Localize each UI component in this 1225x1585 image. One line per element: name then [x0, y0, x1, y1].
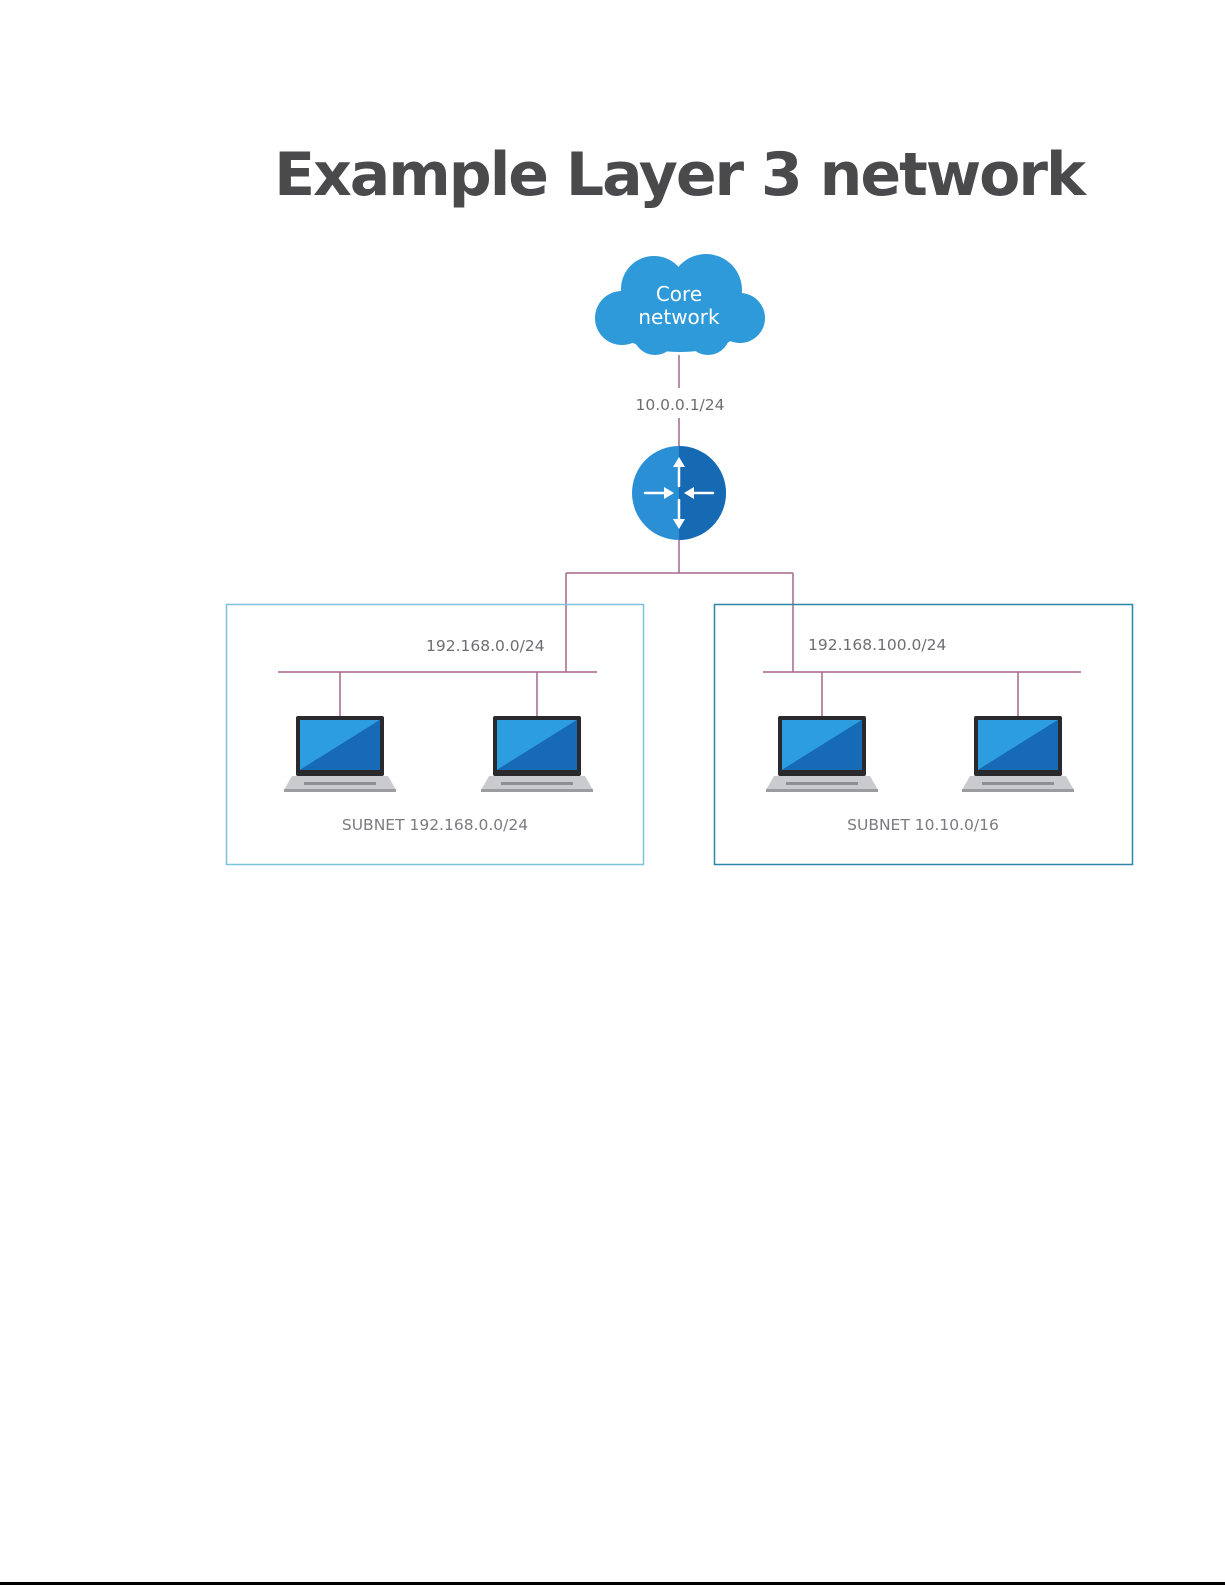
right-subnet-network-label: 192.168.100.0/24	[808, 636, 946, 654]
laptop-icon	[766, 716, 878, 792]
left-subnet-network-label: 192.168.0.0/24	[426, 637, 545, 655]
router-icon	[632, 440, 739, 550]
cloud-label-line2: network	[638, 305, 720, 329]
laptop-icon	[481, 716, 593, 792]
laptop-icon	[962, 716, 1074, 792]
right-subnet-caption: SUBNET 10.10.0/16	[847, 816, 999, 834]
cloud-label-line1: Core	[656, 282, 702, 306]
laptop-icon	[284, 716, 396, 792]
cloud-icon: Core network	[595, 254, 765, 355]
left-subnet-caption: SUBNET 192.168.0.0/24	[342, 816, 528, 834]
core-uplink-ip-label: 10.0.0.1/24	[635, 396, 724, 414]
